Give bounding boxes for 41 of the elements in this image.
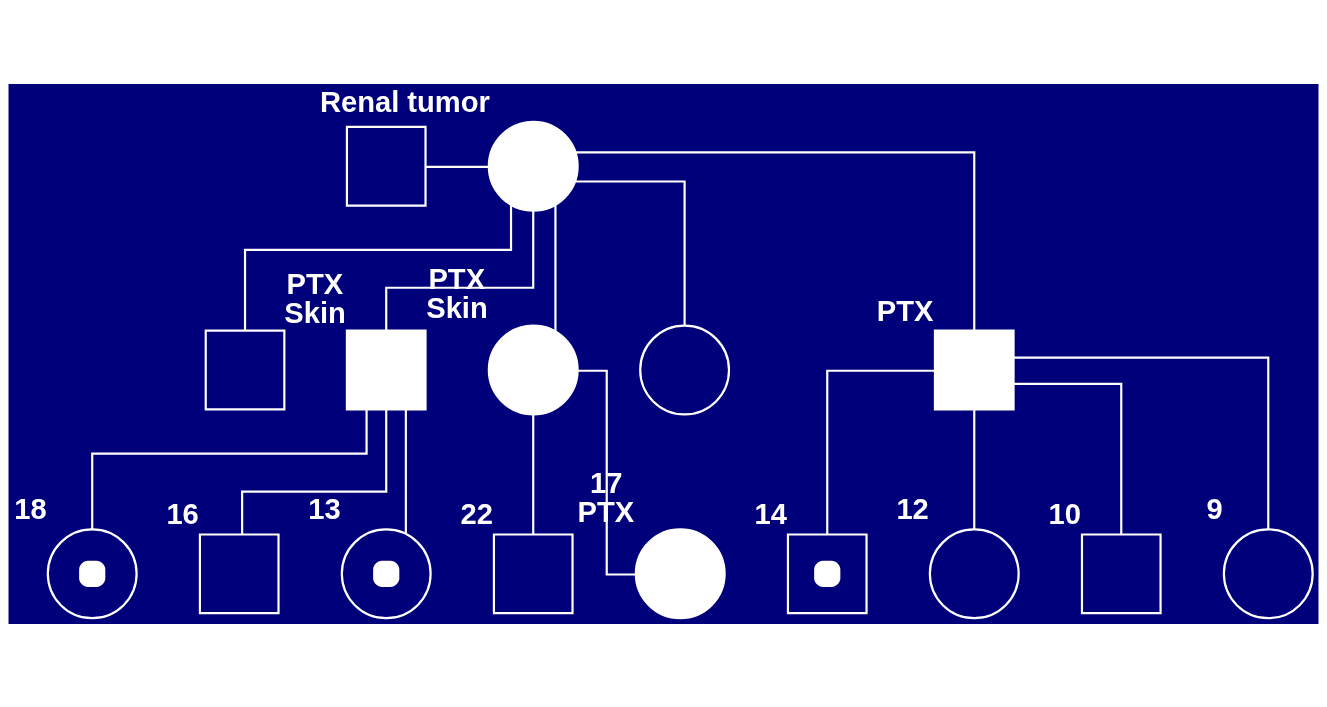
connector xyxy=(532,414,535,534)
node-label: Renal tumor xyxy=(320,85,490,118)
node-circle xyxy=(487,120,579,212)
node-label: 22 xyxy=(460,497,493,530)
node-box xyxy=(345,329,427,410)
node-box xyxy=(198,532,280,614)
node-label: 12 xyxy=(896,492,929,525)
connector xyxy=(973,409,976,529)
node-label: 16 xyxy=(166,497,199,530)
connector xyxy=(243,204,513,331)
connector xyxy=(1013,382,1123,534)
node-box xyxy=(933,329,1015,410)
node-circle xyxy=(639,324,731,415)
connector xyxy=(575,179,686,325)
node-circle xyxy=(487,324,579,415)
connector xyxy=(91,408,368,529)
node-circle xyxy=(1222,527,1314,619)
node-label: 9 xyxy=(1206,492,1223,525)
node-circle xyxy=(634,527,726,619)
connector xyxy=(826,369,935,534)
node-circle xyxy=(46,527,138,619)
node-box xyxy=(1080,532,1162,614)
connector xyxy=(425,165,489,168)
node-label: 18 xyxy=(14,492,47,525)
node-box xyxy=(345,125,427,207)
node-label: 10 xyxy=(1048,497,1081,530)
node-box xyxy=(492,532,574,614)
node-box xyxy=(204,329,286,410)
connector xyxy=(404,409,407,533)
node-box xyxy=(786,532,868,614)
node-label: 14 xyxy=(754,497,787,530)
node-label: PTX xyxy=(876,294,934,327)
connector xyxy=(575,150,976,331)
node-circle xyxy=(928,527,1020,619)
connector xyxy=(577,369,636,576)
connector xyxy=(241,409,388,534)
connector xyxy=(554,204,557,331)
node-circle xyxy=(340,527,432,619)
node-label: 13 xyxy=(308,492,341,525)
connector xyxy=(385,210,535,330)
connector xyxy=(1013,356,1270,529)
